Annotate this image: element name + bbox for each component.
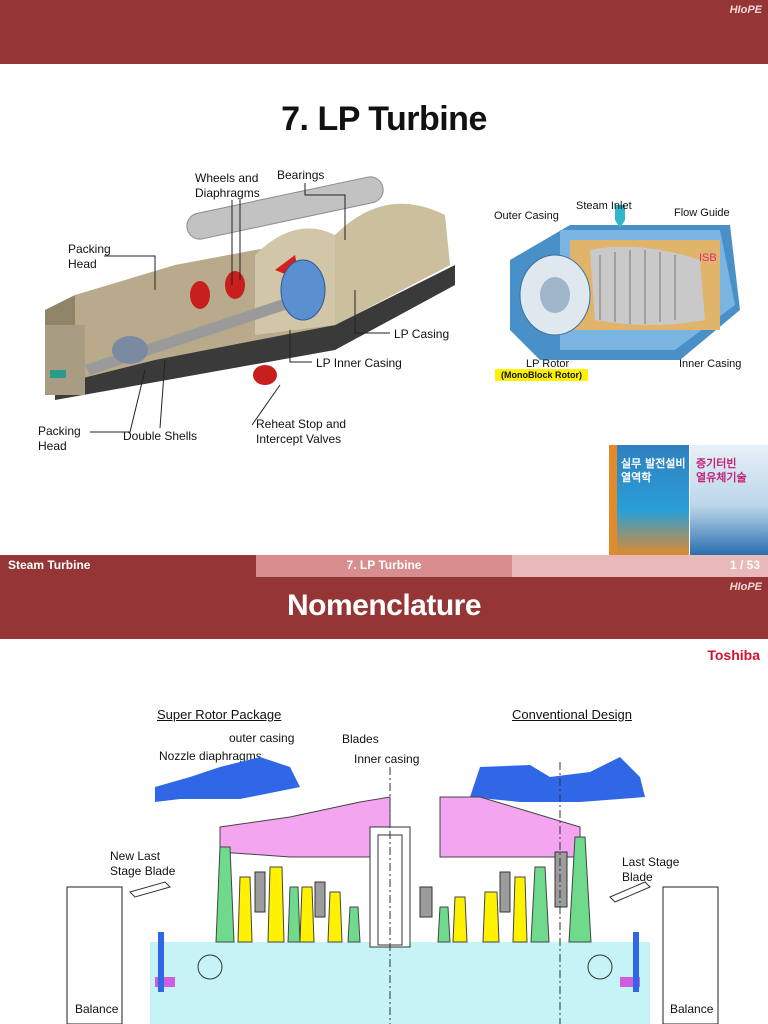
label-last-stage-blade: Last Stage Blade bbox=[622, 855, 680, 884]
slide-title: 7. LP Turbine bbox=[281, 100, 487, 138]
left-leader-lines bbox=[90, 183, 390, 433]
label-lp-casing: LP Casing bbox=[394, 327, 450, 341]
slide-lp-turbine: HIoPE 7. LP Turbine Wheels and Diaphragm… bbox=[0, 0, 768, 577]
brand-logo-2: HIoPE bbox=[729, 581, 762, 593]
footer-bar: Steam Turbine 7. LP Turbine 1 / 53 bbox=[0, 555, 768, 577]
slide-nomenclature: HIoPE Nomenclature Toshiba Super Rotor P… bbox=[0, 577, 768, 1024]
label-balance-right: Balance bbox=[670, 1002, 714, 1016]
label-inner-casing-2: Inner casing bbox=[354, 752, 420, 766]
lp-turbine-monoblock-illustration bbox=[510, 205, 740, 360]
label-monoblock-rotor: (MonoBlock Rotor) bbox=[495, 369, 588, 381]
label-reheat-valves: Reheat Stop and Intercept Valves bbox=[256, 417, 347, 446]
brand-logo: HIoPE bbox=[729, 4, 762, 16]
footer-section: 7. LP Turbine bbox=[346, 558, 422, 572]
label-wheels-diaphragms: Wheels and Diaphragms bbox=[195, 171, 260, 200]
label-flow-guide: Flow Guide bbox=[674, 207, 730, 219]
label-nozzle-diaphragms: Nozzle diaphragms bbox=[159, 749, 262, 763]
vendor-label: Toshiba bbox=[707, 647, 760, 663]
label-double-shells: Double Shells bbox=[123, 429, 198, 443]
label-outer-casing-2: outer casing bbox=[229, 731, 295, 745]
label-packing-head-top: Packing Head bbox=[68, 242, 111, 271]
book-cover-2: 증기터빈 열유체기술 bbox=[690, 445, 768, 555]
label-isb: ISB bbox=[699, 252, 717, 264]
label-packing-head-bottom: Packing Head bbox=[38, 424, 81, 453]
footer-page-number: 1 / 53 bbox=[729, 558, 760, 572]
book-cover-1: 실무 발전설비 열역학 bbox=[609, 445, 689, 555]
lp-turbine-cutaway-illustration bbox=[45, 176, 455, 400]
label-outer-casing: Outer Casing bbox=[494, 210, 559, 222]
footer-course: Steam Turbine bbox=[8, 558, 91, 572]
header-bar-2 bbox=[0, 577, 768, 639]
nomenclature-cross-section-diagram bbox=[66, 757, 719, 1024]
book-1-title: 실무 발전설비 열역학 bbox=[621, 457, 686, 484]
label-steam-inlet: Steam Inlet bbox=[576, 200, 632, 212]
label-lp-rotor: LP Rotor bbox=[526, 358, 570, 370]
label-conventional-design: Conventional Design bbox=[512, 707, 632, 722]
label-bearings: Bearings bbox=[277, 168, 325, 182]
label-lp-inner-casing: LP Inner Casing bbox=[316, 356, 402, 370]
label-balance-left: Balance bbox=[75, 1002, 119, 1016]
book-2-title: 증기터빈 열유체기술 bbox=[696, 457, 747, 484]
label-super-rotor-package: Super Rotor Package bbox=[157, 707, 282, 722]
label-inner-casing: Inner Casing bbox=[679, 358, 742, 370]
label-new-last-stage-blade: New Last Stage Blade bbox=[110, 849, 176, 878]
slide-title-2: Nomenclature bbox=[286, 589, 482, 622]
header-bar bbox=[0, 0, 768, 64]
label-blades: Blades bbox=[342, 732, 379, 746]
